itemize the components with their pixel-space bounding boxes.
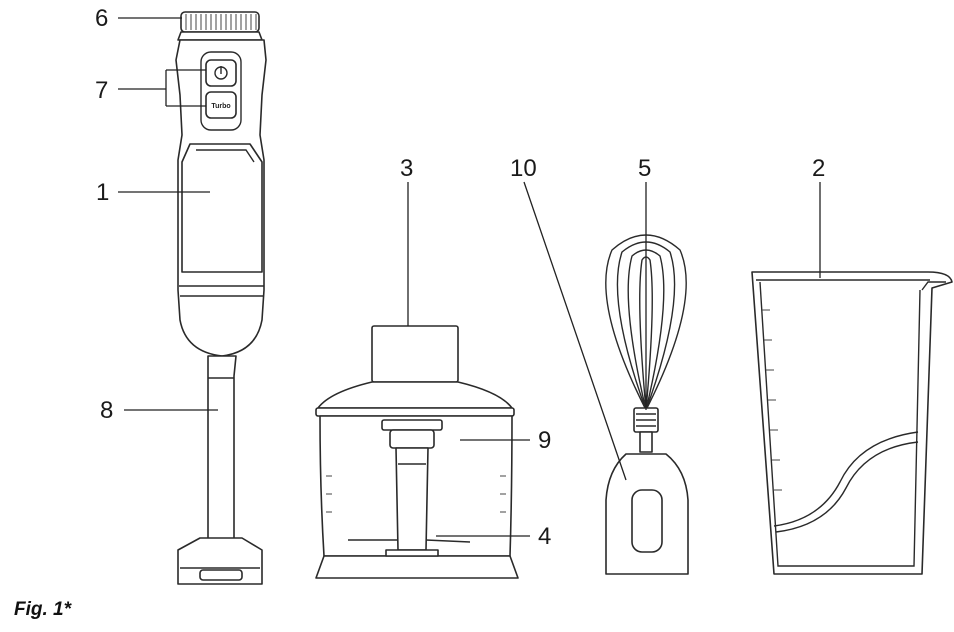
callout-2: 2	[812, 155, 825, 182]
callout-4: 4	[538, 523, 551, 550]
callout-6: 6	[95, 5, 108, 32]
grip-insert	[181, 143, 263, 273]
turbo-button[interactable]: Turbo	[205, 91, 237, 119]
leader-lines	[118, 17, 821, 537]
chopper-blade	[348, 539, 471, 543]
figure-caption: Fig. 1*	[14, 599, 72, 620]
turbo-button-label: Turbo	[211, 103, 230, 110]
callout-5: 5	[638, 155, 651, 182]
hand-blender: Turbo	[175, 11, 267, 585]
power-button[interactable]	[205, 59, 237, 87]
callout-10: 10	[510, 155, 537, 182]
callout-3: 3	[400, 155, 413, 182]
beaker-body	[751, 271, 953, 575]
callout-1: 1	[96, 179, 109, 206]
beaker-grip	[773, 431, 919, 527]
chopper-attachment	[315, 325, 519, 579]
measuring-beaker	[751, 271, 953, 575]
blending-shaft	[207, 355, 237, 541]
chopper-drive-cap	[371, 325, 459, 383]
callout-9: 9	[538, 427, 551, 454]
chopper-lid	[317, 381, 513, 409]
callout-8: 8	[100, 397, 113, 424]
whisk-attachment	[605, 234, 689, 575]
callout-7: 7	[95, 77, 108, 104]
speed-dial	[177, 11, 263, 41]
